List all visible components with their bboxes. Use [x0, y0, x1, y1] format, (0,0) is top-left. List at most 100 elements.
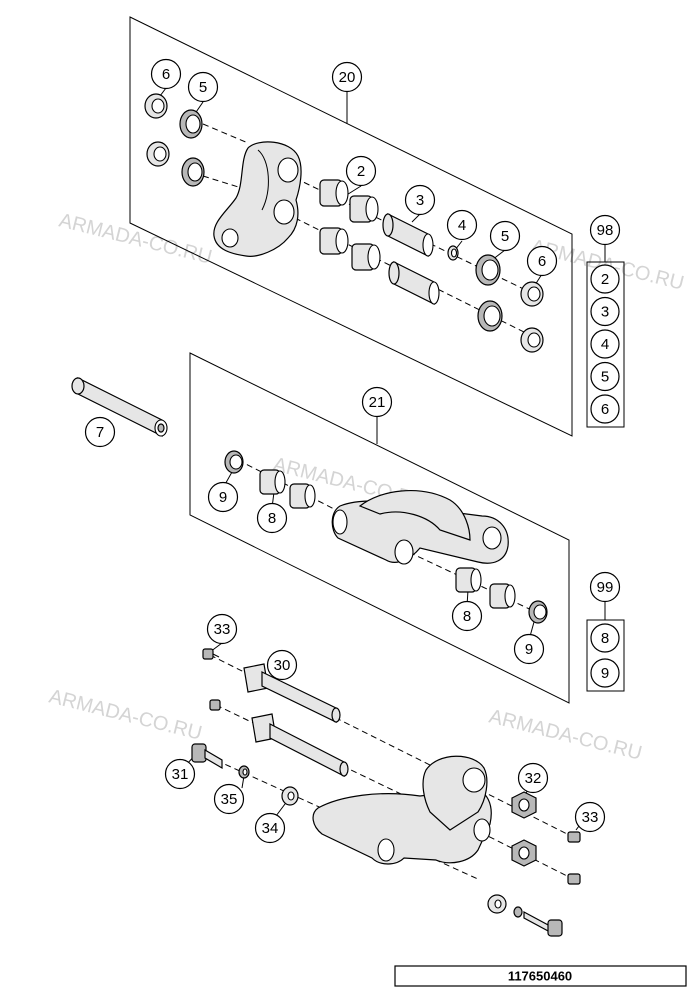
callout-c5a: 5: [187, 71, 219, 103]
callout-c31: 31: [164, 758, 196, 790]
sleeve-3-upper: [382, 213, 434, 257]
callout-label: 21: [369, 394, 386, 411]
seal-9-left: [224, 450, 244, 474]
callout-label: 30: [274, 657, 291, 674]
callout-c8b: 8: [451, 600, 483, 632]
callout-c8a: 8: [256, 502, 288, 534]
bushing-2-d: [351, 243, 381, 271]
bushing-8-left-a: [259, 469, 286, 495]
bolt-30-lower: [251, 713, 349, 777]
screw-33-right-a: [567, 831, 581, 843]
seal-ring-6-right-upper: [520, 281, 544, 307]
rocker-arm: [331, 490, 509, 565]
assembly-20-frame: [129, 16, 573, 437]
washer-35: [238, 765, 250, 779]
callout-label: 7: [96, 424, 104, 441]
washer-34: [281, 786, 299, 806]
kit-99-box: [586, 619, 625, 692]
callout-label: 5: [501, 228, 509, 245]
kit-98-box: [586, 261, 625, 428]
callout-label: 8: [463, 608, 471, 625]
callout-label: 5: [199, 79, 207, 96]
callout-label: 99: [597, 579, 614, 596]
seal-ring-6-lower: [146, 141, 170, 167]
seal-9-right: [528, 600, 548, 624]
seal-ring-5-right-lower: [477, 300, 503, 332]
callout-c33b: 33: [574, 801, 606, 833]
watermarks: ARMADA-CO.RU ARMADA-CO.RU ARMADA-CO.RU A…: [47, 210, 686, 765]
seal-ring-6-upper: [144, 93, 168, 119]
callout-label: 34: [262, 820, 279, 837]
nut-32-lower: [511, 839, 537, 867]
callout-label: 9: [525, 641, 533, 658]
seal-ring-6-right-lower: [520, 327, 544, 353]
callout-label: 6: [162, 66, 170, 83]
callout-c30: 30: [266, 649, 298, 681]
screw-33-right-b: [567, 873, 581, 885]
seal-ring-5-lower: [181, 157, 205, 187]
callout-label: 33: [582, 809, 599, 826]
kit-98-item-label: 4: [601, 336, 609, 353]
o-ring-4: [447, 245, 459, 261]
callout-label: 8: [268, 510, 276, 527]
callout-c9a: 9: [207, 481, 239, 513]
kit-99-item-label: 8: [601, 630, 609, 647]
callout-c4: 4: [446, 209, 478, 241]
seal-ring-5-upper: [179, 109, 203, 139]
linkage-lever: [213, 141, 302, 257]
callout-label: 4: [458, 217, 466, 234]
bushing-8-right-a: [455, 567, 482, 593]
kit-98-item: 4: [590, 329, 620, 359]
callout-c9b: 9: [513, 633, 545, 665]
callout-label: 32: [525, 770, 542, 787]
assembly-21-frame: [189, 352, 570, 704]
bushing-2-a: [319, 179, 349, 207]
bushing-8-left-b: [289, 483, 316, 509]
reference-number: 117650460: [508, 969, 572, 984]
callout-c6a: 6: [150, 58, 182, 90]
kit-98-item: 5: [590, 361, 620, 392]
bushing-8-right-b: [489, 583, 516, 609]
washer-bottom: [487, 894, 523, 918]
callout-c35: 35: [213, 783, 245, 815]
callout-label: 33: [214, 621, 231, 638]
callout-c7: 7: [84, 416, 116, 448]
kit-99-item: 8: [590, 623, 620, 653]
callout-c5b: 5: [489, 220, 521, 252]
reference-number-box: 117650460: [394, 965, 687, 987]
kit-98-item-label: 3: [601, 304, 609, 321]
kit-99-item-label: 9: [601, 665, 609, 682]
callout-label: 3: [416, 192, 424, 209]
bolt-31: [191, 743, 223, 770]
callout-label: 98: [597, 222, 614, 239]
pin-7: [71, 377, 168, 437]
kit-98-item-label: 5: [601, 369, 609, 386]
callout-c6b: 6: [526, 245, 558, 277]
callout-label: 35: [221, 791, 238, 808]
kit-99-items: 89: [590, 623, 620, 688]
callout-c3: 3: [404, 184, 436, 216]
callout-c21: 21: [361, 386, 393, 418]
kit-99-item: 9: [590, 658, 620, 688]
watermark-5: ARMADA-CO.RU: [487, 706, 644, 765]
nut-32-upper: [511, 791, 537, 819]
seal-ring-5-right-upper: [475, 254, 501, 286]
callout-c32: 32: [517, 762, 549, 794]
callout-c99: 99: [589, 571, 621, 603]
kit-98-item: 6: [590, 394, 620, 424]
callout-label: 2: [357, 163, 365, 180]
callout-label: 9: [219, 489, 227, 506]
kit-98-item: 3: [590, 296, 620, 327]
bolt-30-upper: [243, 663, 341, 723]
callout-label: 31: [172, 766, 189, 783]
callout-c98: 98: [589, 214, 621, 246]
watermark-1: ARMADA-CO.RU: [57, 210, 214, 269]
callout-c33a: 33: [206, 613, 238, 645]
callout-label: 6: [538, 253, 546, 270]
callout-c20: 20: [331, 61, 363, 93]
bushing-2-b: [349, 195, 379, 223]
watermark-4: ARMADA-CO.RU: [47, 686, 204, 745]
